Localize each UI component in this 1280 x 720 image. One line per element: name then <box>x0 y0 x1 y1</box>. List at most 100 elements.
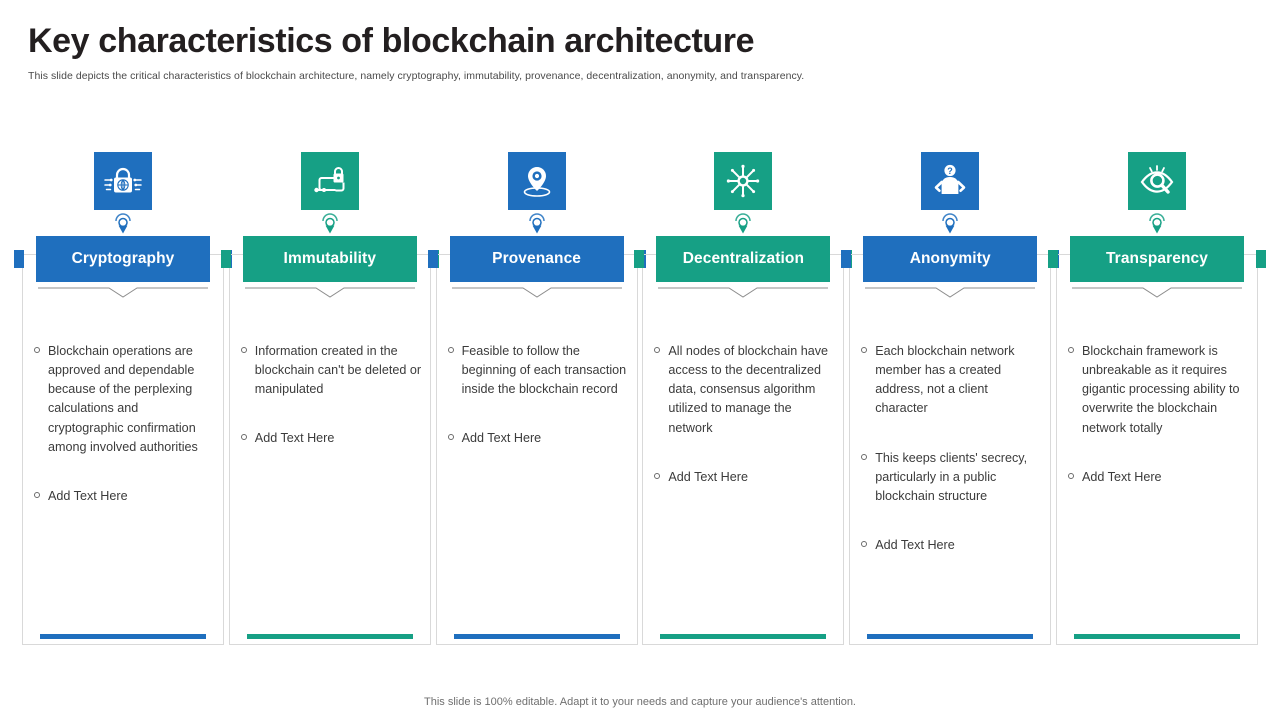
characteristic-banner[interactable]: Anonymity <box>841 236 1060 282</box>
slide-header: Key characteristics of blockchain archit… <box>28 22 1252 83</box>
bullet-list: Blockchain operations are approved and d… <box>34 342 216 536</box>
characteristics-columns: Cryptography Blockchain operations are a… <box>14 150 1266 645</box>
bullet-text: Add Text Here <box>668 469 748 484</box>
card-body <box>642 254 845 645</box>
bullet-text: Blockchain operations are approved and d… <box>48 344 198 454</box>
network-hub-icon <box>714 152 773 210</box>
banner-rule-divider <box>244 286 415 298</box>
bullet-item: Each blockchain network member has a cre… <box>861 342 1043 419</box>
bullet-marker-icon <box>861 342 875 353</box>
banner-rule-divider <box>865 286 1036 298</box>
location-pin-icon <box>507 152 566 210</box>
card-accent-bar <box>246 634 413 639</box>
bullet-item: Add Text Here <box>34 487 216 506</box>
bullet-text: Add Text Here <box>48 488 128 503</box>
characteristic-banner[interactable]: Decentralization <box>634 236 853 282</box>
bullet-text: Blockchain framework is unbreakable as i… <box>1081 344 1240 435</box>
card-accent-bar <box>660 634 827 639</box>
bullet-text: All nodes of blockchain have access to t… <box>668 344 829 435</box>
bullet-marker-icon <box>34 487 48 498</box>
characteristic-banner[interactable]: Cryptography <box>14 236 232 282</box>
card-body <box>1055 254 1258 645</box>
characteristic-column: ? Anonymity Eac <box>841 150 1060 645</box>
card-accent-bar <box>1073 634 1240 639</box>
anonymous-person-icon: ? <box>921 152 980 210</box>
characteristic-column: Provenance Feasible to follow the beginn… <box>427 150 646 645</box>
banner-tab-left <box>1047 250 1058 268</box>
bullet-marker-icon <box>654 342 668 353</box>
bullet-text: This keeps clients' secrecy, particularl… <box>875 450 1028 503</box>
bullet-text: Each blockchain network member has a cre… <box>875 344 1015 416</box>
banner-tab-left <box>841 250 852 268</box>
bullet-text: Add Text Here <box>875 537 955 552</box>
characteristic-label: Cryptography <box>71 250 175 267</box>
svg-text:?: ? <box>947 166 953 176</box>
card-body <box>22 254 224 645</box>
bullet-marker-icon <box>861 536 875 547</box>
bullet-text: Add Text Here <box>1081 469 1162 484</box>
connector-pin-icon <box>1146 212 1168 236</box>
banner-rule-divider <box>658 286 829 298</box>
banner-tab-right <box>1255 250 1266 268</box>
characteristic-label: Transparency <box>1105 250 1208 267</box>
bullet-marker-icon <box>1067 342 1082 353</box>
bullet-text: Add Text Here <box>254 431 335 446</box>
bullet-marker-icon <box>654 468 668 479</box>
card-accent-bar <box>40 634 206 639</box>
bullet-item: Blockchain framework is unbreakable as i… <box>1067 342 1250 438</box>
bullet-item: Information created in the blockchain ca… <box>240 342 423 399</box>
bullet-marker-icon <box>1067 468 1082 479</box>
characteristic-banner[interactable]: Immutability <box>220 236 439 282</box>
card-body <box>849 254 1052 645</box>
characteristic-column: Decentralization All nodes of blockchain… <box>634 150 853 645</box>
bullet-marker-icon <box>861 449 875 460</box>
bullet-list: Information created in the blockchain ca… <box>240 342 423 479</box>
bullet-text: Feasible to follow the beginning of each… <box>461 344 627 397</box>
characteristic-label: Anonymity <box>909 250 991 267</box>
bullet-marker-icon <box>240 342 255 353</box>
banner-rule-divider <box>1071 286 1242 298</box>
card-accent-bar <box>453 634 620 639</box>
characteristic-label: Provenance <box>492 250 582 267</box>
banner-tab-left <box>14 250 24 268</box>
bullet-item: Add Text Here <box>861 536 1043 555</box>
bullet-list: Blockchain framework is unbreakable as i… <box>1067 342 1250 517</box>
connector-pin-icon <box>526 212 548 236</box>
connector-pin-icon <box>732 212 754 236</box>
eye-magnifier-icon <box>1127 152 1186 210</box>
bullet-marker-icon <box>447 342 462 353</box>
bullet-text: Information created in the blockchain ca… <box>254 344 422 397</box>
lock-circuit-icon <box>300 152 359 210</box>
connector-pin-icon <box>112 212 134 236</box>
bullet-list: Feasible to follow the beginning of each… <box>447 342 630 479</box>
characteristic-column: Cryptography Blockchain operations are a… <box>14 150 232 645</box>
bullet-item: Blockchain operations are approved and d… <box>34 342 216 457</box>
bullet-marker-icon <box>240 429 255 441</box>
lock-globe-icon <box>94 152 152 210</box>
bullet-item: Add Text Here <box>447 429 630 448</box>
bullet-item: Feasible to follow the beginning of each… <box>447 342 630 399</box>
bullet-list: Each blockchain network member has a cre… <box>861 342 1043 585</box>
banner-tab-left <box>220 250 231 268</box>
banner-tab-left <box>634 250 645 268</box>
page-subtitle: This slide depicts the critical characte… <box>28 70 805 83</box>
bullet-item: Add Text Here <box>240 429 423 448</box>
bullet-list: All nodes of blockchain have access to t… <box>654 342 836 517</box>
characteristic-column: Immutability Information created in the … <box>220 150 439 645</box>
card-body <box>435 254 638 645</box>
card-body <box>228 254 431 645</box>
bullet-marker-icon <box>447 429 462 441</box>
connector-pin-icon <box>939 212 961 236</box>
card-accent-bar <box>867 634 1034 639</box>
slide-footer-note: This slide is 100% editable. Adapt it to… <box>424 696 856 708</box>
characteristic-label: Immutability <box>283 250 377 267</box>
bullet-marker-icon <box>34 342 48 353</box>
characteristic-column: Transparency Blockchain framework is unb… <box>1047 150 1266 645</box>
bullet-item: Add Text Here <box>654 468 836 487</box>
characteristic-banner[interactable]: Provenance <box>427 236 646 282</box>
bullet-text: Add Text Here <box>461 431 542 446</box>
characteristic-label: Decentralization <box>682 250 805 267</box>
connector-pin-icon <box>319 212 341 236</box>
bullet-item: Add Text Here <box>1067 468 1250 487</box>
characteristic-banner[interactable]: Transparency <box>1047 236 1266 282</box>
